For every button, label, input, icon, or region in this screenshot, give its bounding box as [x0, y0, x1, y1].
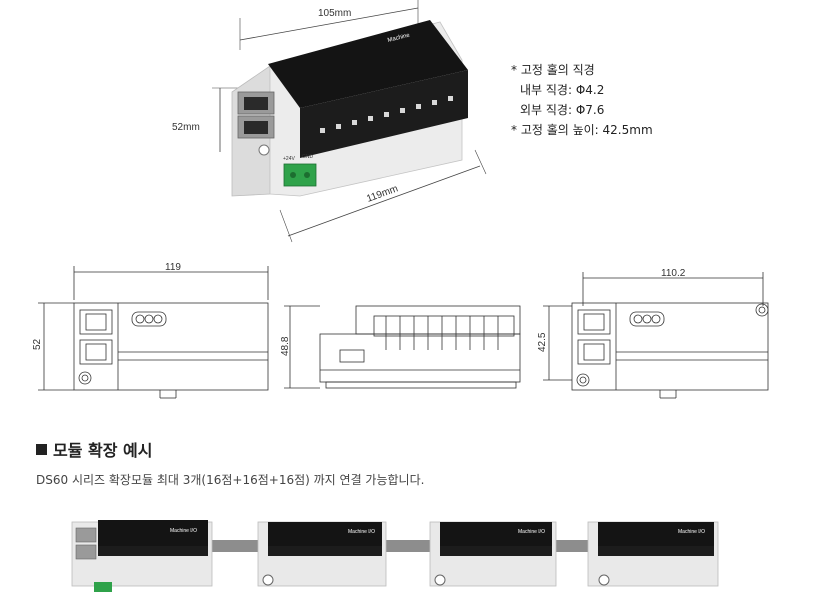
- ribbon-cable-3: [552, 540, 592, 552]
- module-label-4: Machine I/O: [678, 529, 705, 535]
- section-title: 모듈 확장 예시: [36, 437, 152, 461]
- module-label-3: Machine I/O: [518, 529, 545, 535]
- note-line-1: * 고정 홀의 직경: [511, 63, 595, 77]
- power-connector: [283, 163, 317, 187]
- section-title-text: 모듈 확장 예시: [53, 441, 153, 460]
- ribbon-cable-1: [208, 540, 264, 552]
- module-label-1: Machine I/O: [170, 528, 197, 534]
- dim-height-label: 52mm: [172, 122, 200, 133]
- section-description: DS60 시리즈 확장모듈 최대 3개(16점+16점+16점) 까지 연결 가…: [36, 473, 425, 487]
- fixing-hole-notes: * 고정 홀의 직경 내부 직경: Φ4.2 외부 직경: Φ7.6 * 고정 …: [511, 60, 653, 140]
- rear-width-label: 110.2: [661, 268, 686, 279]
- square-bullet-icon: [36, 444, 47, 455]
- note-line-2: 내부 직경: Φ4.2: [520, 83, 605, 97]
- product-photo: 105mm 52mm 119mm Machine: [172, 0, 487, 243]
- fixing-hole: [258, 144, 270, 156]
- ribbon-cable-2: [382, 540, 434, 552]
- front-width-label: 119: [165, 262, 181, 273]
- rear-view-drawing: [543, 272, 769, 399]
- rear-height-label: 42.5: [537, 332, 548, 352]
- module-expansion-photo: Machine I/O Machine I/O Machine I/O Mach…: [71, 520, 719, 592]
- brand-label: Machine: [387, 32, 411, 43]
- dim-line-width: [239, 7, 419, 41]
- top-panel: [268, 20, 468, 108]
- port-label-gnd: GND: [302, 154, 314, 160]
- front-view-drawing: [38, 266, 269, 399]
- front-height-label: 52: [32, 338, 43, 350]
- side-view-drawing: [284, 305, 521, 389]
- dim-width-label: 105mm: [318, 8, 351, 19]
- note-line-4: * 고정 홀의 높이: 42.5mm: [511, 123, 653, 137]
- port-label-24v: +24V: [283, 156, 295, 162]
- dim-line-length: [287, 165, 481, 237]
- module-label-2: Machine I/O: [348, 529, 375, 535]
- side-height-label: 48.8: [280, 336, 291, 356]
- note-line-3: 외부 직경: Φ7.6: [520, 103, 605, 117]
